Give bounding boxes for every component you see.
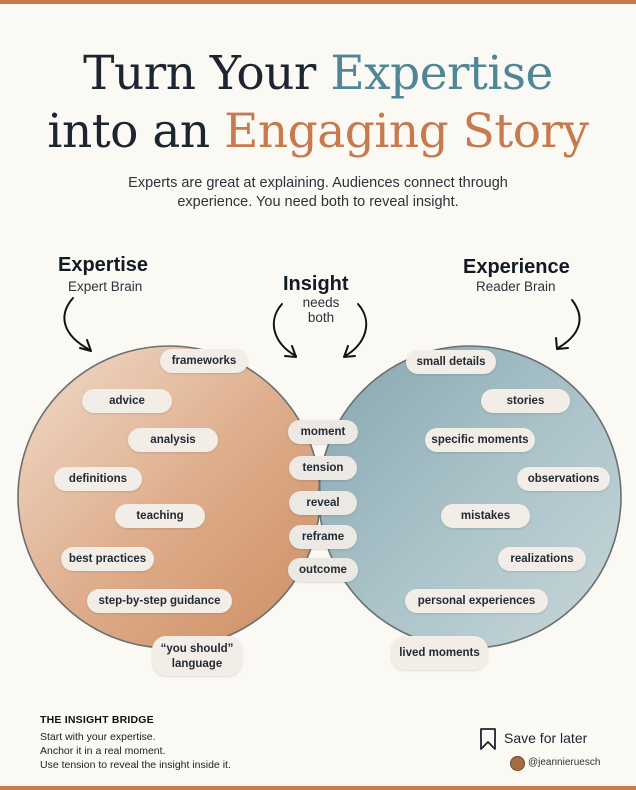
title-line-1: Turn Your Expertise <box>0 46 636 102</box>
footer-line: Anchor it in a real moment. <box>40 745 166 757</box>
expertise-arrow-head <box>79 339 92 352</box>
experience-circle <box>319 346 621 648</box>
title-line-2: into an Engaging Story <box>0 104 636 160</box>
expertise-arrow <box>63 297 91 351</box>
experience-arrow-head <box>555 337 569 350</box>
insight-arrow-right-head <box>343 345 356 358</box>
footer-line: Start with your expertise. <box>40 731 156 743</box>
insight-sublabel-2: both <box>307 310 335 325</box>
insight-arrow-left <box>272 303 297 357</box>
title-line-2-plain: into an <box>47 104 225 159</box>
experience-item: personal experiences <box>405 589 548 613</box>
experience-item: small details <box>406 350 496 374</box>
subtitle-line-1: Experts are great at explaining. Audienc… <box>128 175 508 191</box>
experience-arrow <box>557 299 581 349</box>
title-accent-expertise: Expertise <box>330 46 553 101</box>
footer-line: Use tension to reveal the insight inside… <box>40 759 231 771</box>
experience-item: stories <box>481 389 570 413</box>
title-line-1-plain: Turn Your <box>83 46 331 101</box>
insight-label: Insight <box>283 273 349 295</box>
experience-item: observations <box>517 467 610 491</box>
avatar <box>510 756 525 771</box>
bottom-accent-bar <box>0 786 636 790</box>
expertise-item: frameworks <box>160 349 248 373</box>
expertise-item: advice <box>82 389 172 413</box>
subtitle-line-2: experience. You need both to reveal insi… <box>177 194 459 210</box>
insight-item: tension <box>289 456 357 480</box>
insight-item: reframe <box>289 525 357 549</box>
expertise-item: “you should” language <box>152 636 242 676</box>
expertise-item: teaching <box>115 504 205 528</box>
experience-item: specific moments <box>425 428 535 452</box>
author-handle: @jeannieruesch <box>528 757 601 768</box>
experience-item: mistakes <box>441 504 530 528</box>
experience-sublabel: Reader Brain <box>476 279 556 294</box>
insight-arrow-right <box>344 303 368 357</box>
expertise-circle <box>18 346 320 648</box>
expertise-label: Expertise <box>58 254 149 276</box>
expertise-item: best practices <box>61 547 154 571</box>
expertise-item: step-by-step guidance <box>87 589 232 613</box>
top-accent-bar <box>0 0 636 4</box>
subtitle: Experts are great at explaining. Audienc… <box>80 174 556 212</box>
footer-heading: THE INSIGHT BRIDGE <box>40 714 154 726</box>
title-accent-engaging-story: Engaging Story <box>224 104 589 159</box>
insight-arrow-left-head <box>284 345 297 358</box>
experience-label: Experience <box>463 256 570 278</box>
experience-item: lived moments <box>391 636 488 670</box>
insight-item: outcome <box>288 558 358 582</box>
save-for-later-label: Save for later <box>504 730 588 746</box>
expertise-sublabel: Expert Brain <box>68 279 143 294</box>
experience-item: realizations <box>498 547 586 571</box>
expertise-item: analysis <box>128 428 218 452</box>
insight-sublabel-1: needs <box>302 295 340 310</box>
expertise-item: definitions <box>54 467 142 491</box>
bookmark-icon <box>480 728 496 750</box>
insight-item: reveal <box>289 491 357 515</box>
insight-item: moment <box>288 420 358 444</box>
